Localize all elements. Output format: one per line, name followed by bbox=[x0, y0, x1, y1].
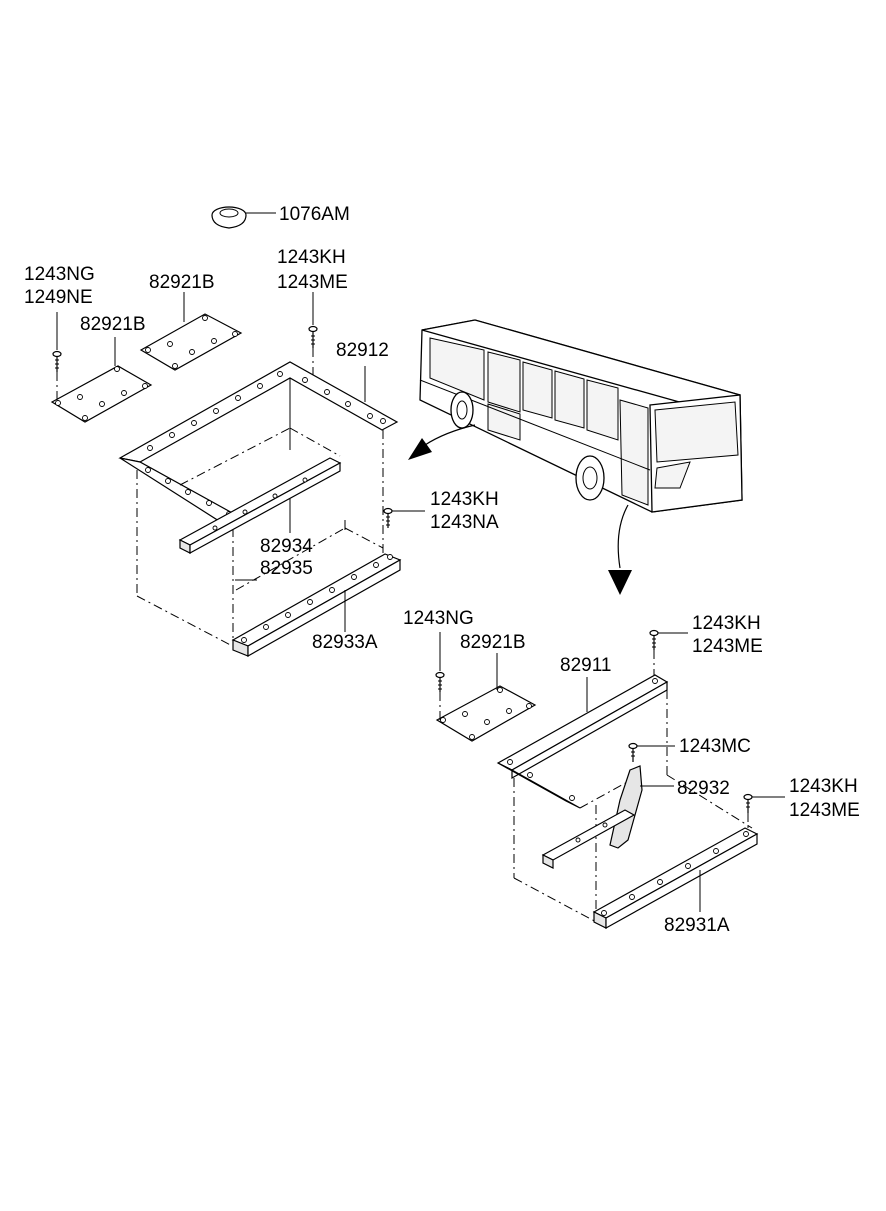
right-box-assembly bbox=[496, 674, 759, 930]
label-82921B-right: 82921B bbox=[460, 632, 526, 653]
screw-middle-right bbox=[628, 742, 675, 762]
label-82933A: 82933A bbox=[312, 632, 378, 653]
bus-illustration bbox=[419, 319, 743, 513]
label-1243KH-upper: 1243KH bbox=[277, 247, 346, 268]
left-cover-plate bbox=[50, 337, 153, 423]
screw-right-plate bbox=[435, 632, 445, 720]
left-box-assembly bbox=[118, 361, 402, 658]
screw-left-box bbox=[383, 507, 425, 528]
screw-upper bbox=[308, 292, 318, 376]
screw-right-top bbox=[649, 629, 688, 678]
label-1243NG-right: 1243NG bbox=[403, 608, 474, 629]
label-82934: 82934 bbox=[260, 536, 313, 557]
right-cover-plate bbox=[435, 653, 537, 742]
label-82912: 82912 bbox=[336, 340, 389, 361]
label-82931A: 82931A bbox=[664, 915, 730, 936]
label-82935: 82935 bbox=[260, 558, 313, 579]
upper-cover-plate bbox=[139, 292, 243, 371]
screw-left-plate bbox=[52, 312, 62, 402]
label-1243ME-right-bottom: 1243ME bbox=[789, 800, 860, 821]
label-1243KH-left-box: 1243KH bbox=[430, 489, 499, 510]
label-1243MC: 1243MC bbox=[679, 736, 751, 757]
label-82921B-left: 82921B bbox=[80, 314, 146, 335]
label-1243KH-right-top: 1243KH bbox=[692, 613, 761, 634]
grommet-part bbox=[211, 206, 276, 229]
label-1076AM: 1076AM bbox=[279, 204, 350, 225]
screw-right-bottom bbox=[743, 793, 785, 830]
label-82911: 82911 bbox=[560, 655, 611, 676]
label-1243KH-right-bottom: 1243KH bbox=[789, 776, 858, 797]
label-1243ME-upper: 1243ME bbox=[277, 272, 348, 293]
label-1243NG-left: 1243NG bbox=[24, 264, 95, 285]
label-1243NA: 1243NA bbox=[430, 512, 499, 533]
label-1243ME-right-top: 1243ME bbox=[692, 636, 763, 657]
part-labels: 1076AM 1243NG 1249NE 82921B 82921B 1243K… bbox=[24, 204, 860, 936]
label-82921B-upper: 82921B bbox=[149, 272, 215, 293]
arrow-to-left-box bbox=[408, 424, 476, 460]
label-1249NE: 1249NE bbox=[24, 287, 93, 308]
label-82932: 82932 bbox=[677, 778, 730, 799]
arrow-to-right-box bbox=[608, 504, 632, 595]
